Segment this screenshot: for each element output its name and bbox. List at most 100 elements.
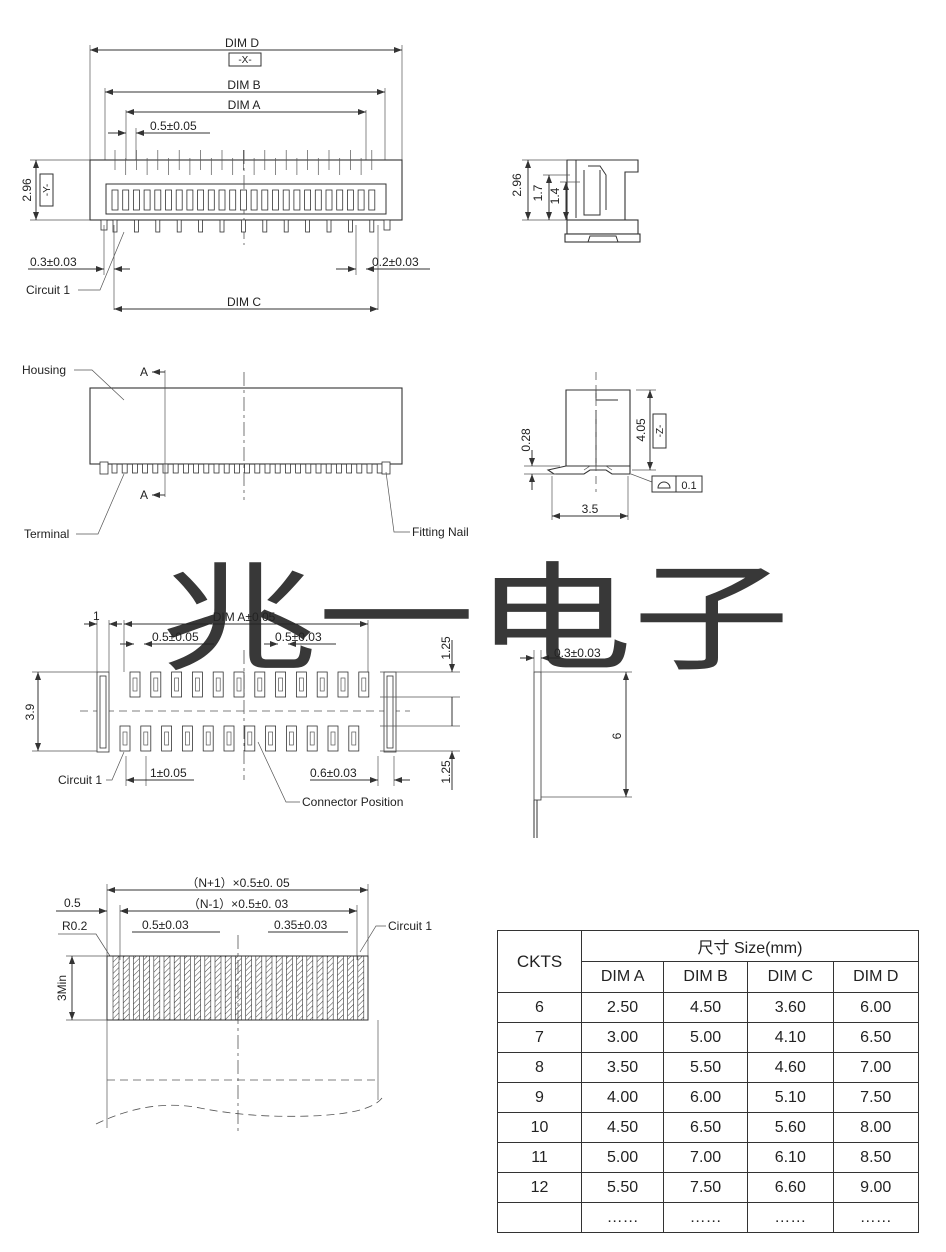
terminal-tail: [305, 219, 311, 233]
terminal-pin: [229, 189, 237, 211]
table-cell: 4.60: [747, 1052, 834, 1083]
terminal-foot: [121, 463, 128, 474]
pcb-pad: [295, 671, 307, 698]
terminal-pin: [272, 189, 279, 211]
fpc-trace: [194, 955, 201, 1021]
terminal-tail: [219, 219, 225, 233]
pcb-pad: [129, 671, 141, 698]
table-cell: 6.50: [832, 1022, 919, 1053]
table-cell: 6.50: [663, 1112, 749, 1143]
pcb-pad: [306, 725, 318, 752]
table-cell: 3.00: [580, 1022, 665, 1053]
table-cell: 12: [497, 1172, 582, 1203]
table-cell: 5.60: [747, 1112, 834, 1143]
datum-x-label: -X-: [238, 55, 251, 66]
table-cell: [497, 1202, 582, 1233]
pcb-pad-inner: [132, 677, 138, 692]
pcb-layout: 1 DIM A±0.05 0.5±0.05 0.5±0.03 1.25 1.25…: [23, 609, 460, 809]
section-depth-label: 0.28: [519, 428, 533, 452]
col-dim-d: DIM D: [832, 961, 919, 993]
fpc-trace: [143, 955, 150, 1021]
fpc-trace: [173, 955, 181, 1021]
table-cell: 3.50: [580, 1052, 665, 1083]
fpc-trace: [214, 955, 222, 1021]
terminal-foot: [376, 463, 383, 474]
terminal-foot: [295, 463, 302, 474]
pcb-pad: [181, 725, 193, 752]
terminal-pin: [346, 189, 354, 211]
pcb-pad: [191, 671, 203, 698]
terminal-pin: [175, 189, 183, 211]
dim-a-label: DIM A: [228, 98, 261, 112]
ckts-header: CKTS: [497, 930, 582, 993]
pcb-pad-inner: [340, 677, 346, 692]
terminal-pin: [239, 189, 247, 211]
pcb-pad: [140, 725, 152, 752]
terminal-foot: [233, 463, 240, 474]
pcb-pad: [223, 725, 235, 752]
table-cell: 6: [497, 992, 582, 1023]
pcb-pad-inner: [205, 731, 211, 746]
terminal-pin: [122, 189, 130, 211]
pcb-pad-inner: [268, 731, 273, 746]
fpc-trace: [204, 955, 212, 1021]
side-h2-label: 1.4: [548, 187, 562, 204]
fitting-nail-label: Fitting Nail: [412, 525, 469, 539]
table-cell: 5.00: [580, 1142, 665, 1173]
datum-y-label: -Y-: [42, 184, 53, 196]
terminal-foot: [142, 463, 149, 474]
fpc-total-width-label: （N+1）×0.5±0. 05: [186, 876, 290, 890]
col-dim-c: DIM C: [747, 961, 834, 993]
section-view: 4.05 -Z- 0.28 0.1 3.5: [519, 372, 703, 520]
pcb-pad-inner: [174, 677, 179, 692]
terminal-foot: [213, 463, 220, 474]
terminal-foot: [335, 463, 342, 474]
pcb-pad-inner: [289, 731, 294, 746]
pcb-pad-inner: [215, 677, 221, 692]
table-header-row: CKTS 尺寸 Size(mm): [497, 930, 919, 993]
table-cell: 8.00: [832, 1112, 919, 1143]
table-cell: 6.60: [747, 1172, 834, 1203]
table-cell: ……: [580, 1202, 665, 1233]
fpc-trace: [275, 955, 283, 1021]
table-cell: ……: [663, 1202, 749, 1233]
terminal-pin: [357, 189, 365, 211]
fpc-trace-width-label: 0.5±0.03: [142, 918, 189, 932]
table-cell: 5.10: [747, 1082, 834, 1113]
table-cell: 8: [497, 1052, 582, 1083]
pcb-pad: [171, 671, 183, 698]
pcb-edge-label: 1: [93, 609, 100, 623]
terminal-foot: [131, 463, 138, 474]
table-cell: 7.50: [663, 1172, 749, 1203]
col-dim-b: DIM B: [663, 961, 749, 993]
pcb-pad: [265, 725, 277, 752]
fpc-trace: [184, 955, 191, 1021]
watermark: 兆一电子: [160, 554, 790, 686]
table-cell: 9.00: [832, 1172, 919, 1203]
terminal-pin: [143, 189, 151, 211]
fpc-trace: [224, 955, 232, 1021]
pcb-dim-a-label: DIM A±0.05: [213, 610, 276, 624]
pcb-pad-inner: [247, 731, 253, 746]
pcb-pad-inner: [351, 731, 357, 746]
terminal-pin: [165, 189, 172, 211]
table-cell: 7: [497, 1022, 582, 1053]
fpc-trace: [265, 955, 273, 1021]
table-cell: 10: [497, 1112, 582, 1143]
pcb-circuit-1-label: Circuit 1: [58, 773, 102, 787]
pcb-pad-inner: [278, 677, 283, 692]
pcb-pad: [212, 671, 224, 698]
fpc-trace: [316, 955, 324, 1021]
terminal-foot: [152, 463, 159, 474]
pcb-pad: [316, 671, 328, 698]
terminal-tail: [112, 219, 118, 233]
table-cell: 4.50: [580, 1112, 665, 1143]
pcb-pad: [275, 671, 287, 698]
table-cell: 9: [497, 1082, 582, 1113]
pcb-pad-spacing-label: 0.6±0.03: [310, 766, 357, 780]
terminal-pin: [314, 189, 322, 211]
fpc-trace: [153, 955, 161, 1021]
